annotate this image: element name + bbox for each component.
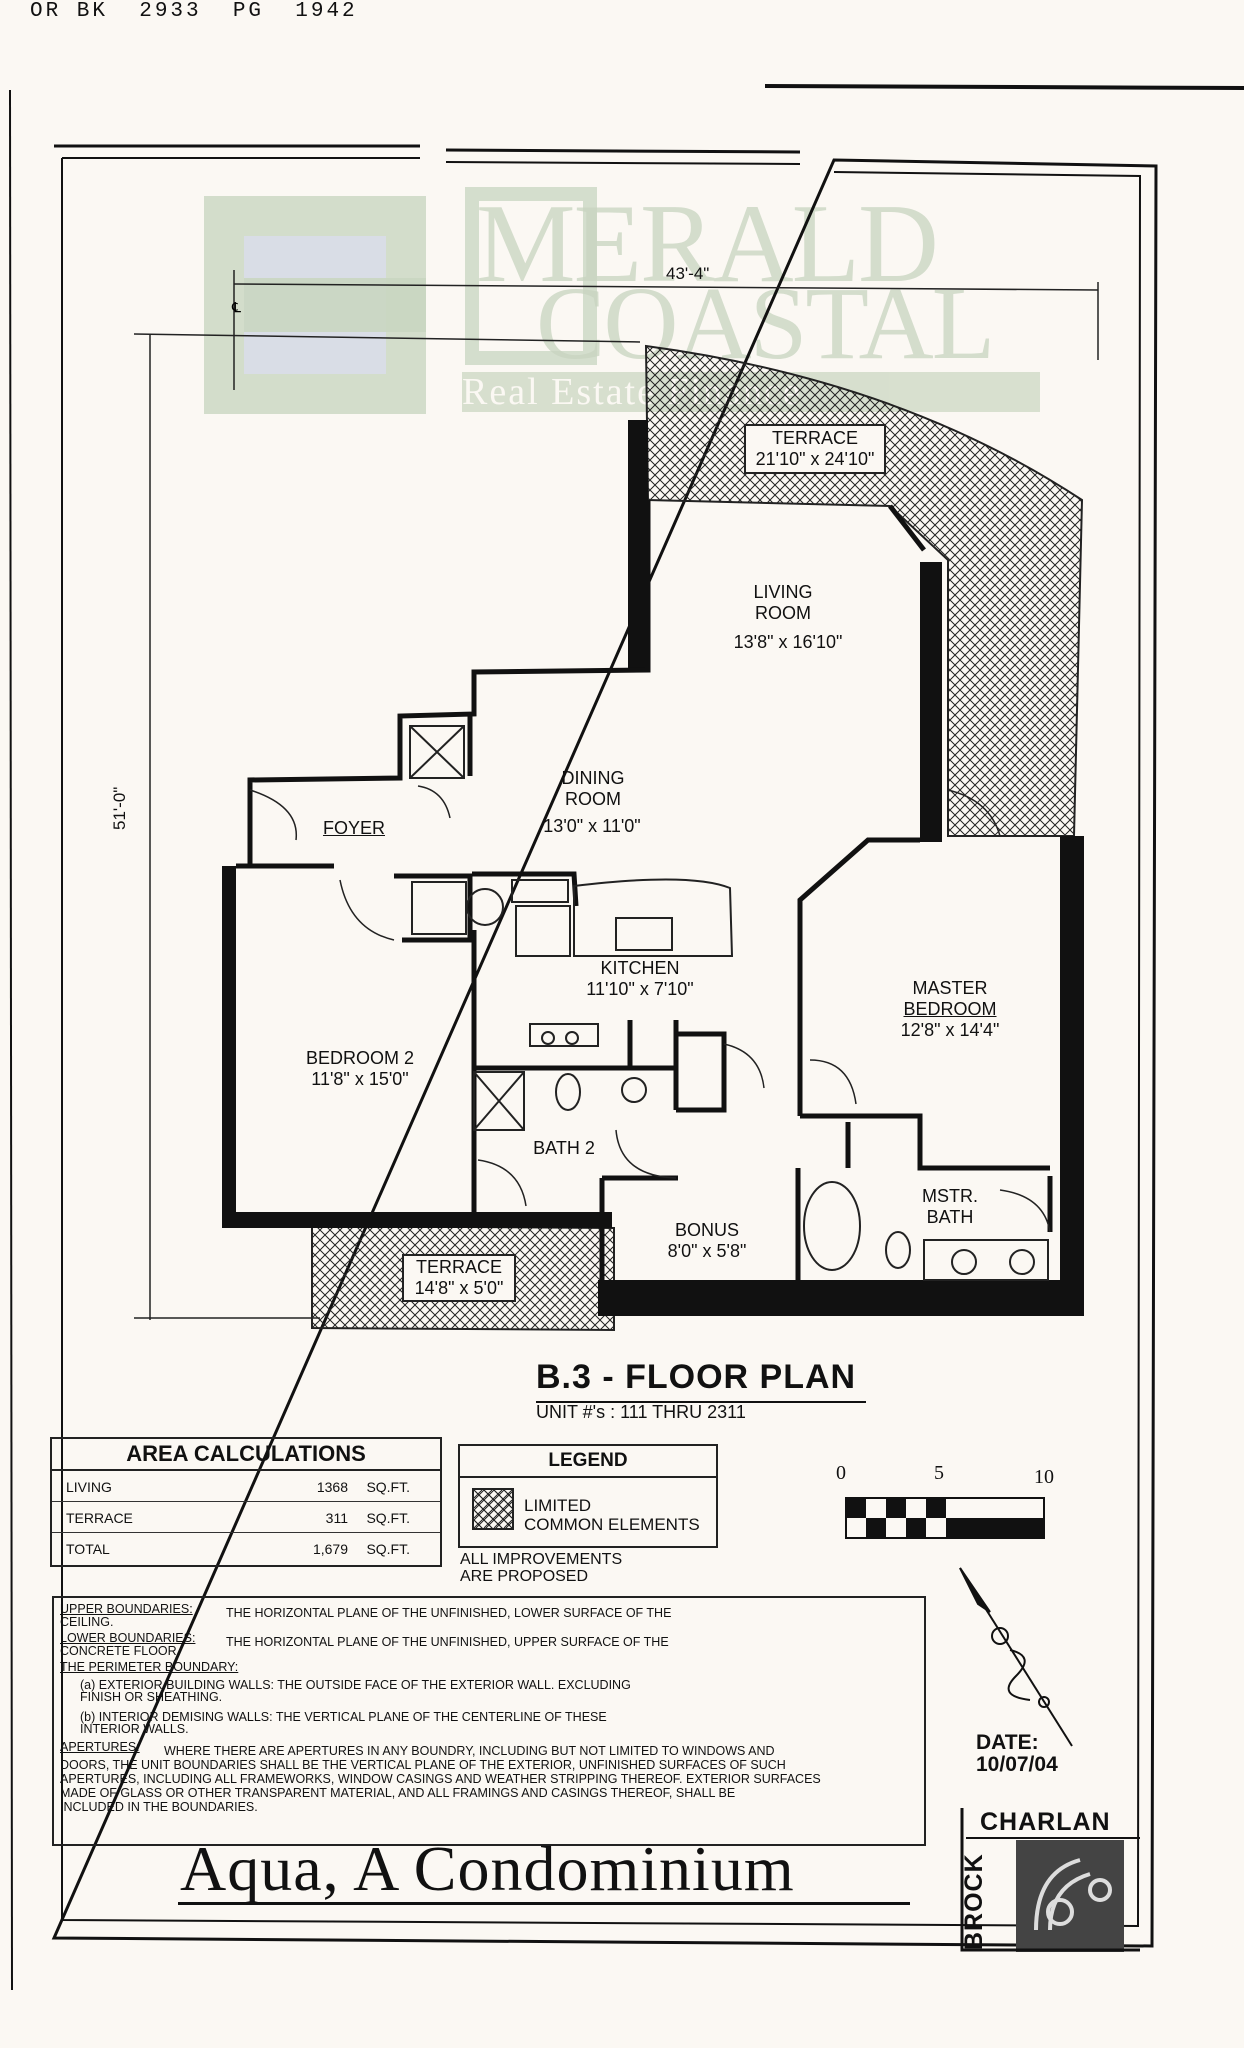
improvements-note: ALL IMPROVEMENTS ARE PROPOSED bbox=[460, 1551, 623, 1585]
master-bath-label: MSTR. BATH bbox=[922, 1186, 978, 1227]
table-row: TERRACE 311 SQ.FT. bbox=[52, 1502, 440, 1533]
living-room-label: LIVING ROOM bbox=[753, 582, 813, 623]
unit-range: UNIT #'s : 111 THRU 2311 bbox=[536, 1402, 746, 1422]
condominium-title: Aqua, A Condominium bbox=[180, 1833, 795, 1904]
area-calculations-title: AREA CALCULATIONS bbox=[52, 1439, 440, 1471]
watermark-line1: MERALD bbox=[476, 182, 939, 306]
master-bedroom-label: MASTER BEDROOM 12'8" x 14'4" bbox=[900, 978, 1000, 1040]
table-row: LIVING 1368 SQ.FT. bbox=[52, 1471, 440, 1502]
book-reference: OR BK 2933 PG 1942 bbox=[30, 0, 358, 23]
brand-name-side: BROCK bbox=[960, 1853, 988, 1950]
plan-title: B.3 - FLOOR PLAN bbox=[536, 1358, 867, 1403]
watermark-line2: COASTAL bbox=[536, 266, 995, 381]
area-calculations-table: AREA CALCULATIONS LIVING 1368 SQ.FT. TER… bbox=[50, 1437, 442, 1567]
scale-label-0: 0 bbox=[836, 1462, 846, 1484]
legend-title: LEGEND bbox=[460, 1446, 716, 1478]
terrace-small-label: TERRACE 14'8" x 5'0" bbox=[402, 1254, 516, 1302]
living-room-size: 13'8" x 16'10" bbox=[733, 632, 843, 652]
terrace-main-label: TERRACE 21'10" x 24'10" bbox=[744, 424, 886, 474]
legend-box: LEGEND LIMITED COMMON ELEMENTS bbox=[458, 1444, 718, 1548]
dining-room-label: DINING ROOM bbox=[561, 768, 625, 809]
date-block: DATE: 10/07/04 bbox=[976, 1731, 1058, 1776]
table-row: TOTAL 1,679 SQ.FT. bbox=[66, 1541, 410, 1557]
bath-2-label: BATH 2 bbox=[533, 1138, 595, 1158]
dimension-width: 43'-4" bbox=[666, 264, 710, 283]
svg-text:℄: ℄ bbox=[231, 301, 241, 316]
scale-label-5: 5 bbox=[934, 1462, 944, 1484]
legend-text: LIMITED COMMON ELEMENTS bbox=[524, 1496, 700, 1534]
scale-label-10: 10 bbox=[1034, 1466, 1054, 1488]
hatch-swatch-icon bbox=[472, 1488, 514, 1530]
boundary-notes: UPPER BOUNDARIES: THE HORIZONTAL PLANE O… bbox=[52, 1596, 926, 1846]
foyer-label: FOYER bbox=[322, 818, 385, 838]
dining-room-size: 13'0" x 11'0" bbox=[543, 816, 641, 836]
brand-name-top: CHARLAN bbox=[980, 1808, 1111, 1836]
north-arrow-icon bbox=[959, 1567, 1073, 1747]
bonus-label: BONUS 8'0" x 5'8" bbox=[667, 1220, 747, 1261]
kitchen-label: KITCHEN 11'10" x 7'10" bbox=[586, 958, 694, 999]
bedroom-2-label: BEDROOM 2 11'8" x 15'0" bbox=[305, 1048, 415, 1089]
title-underline bbox=[178, 1902, 910, 1905]
